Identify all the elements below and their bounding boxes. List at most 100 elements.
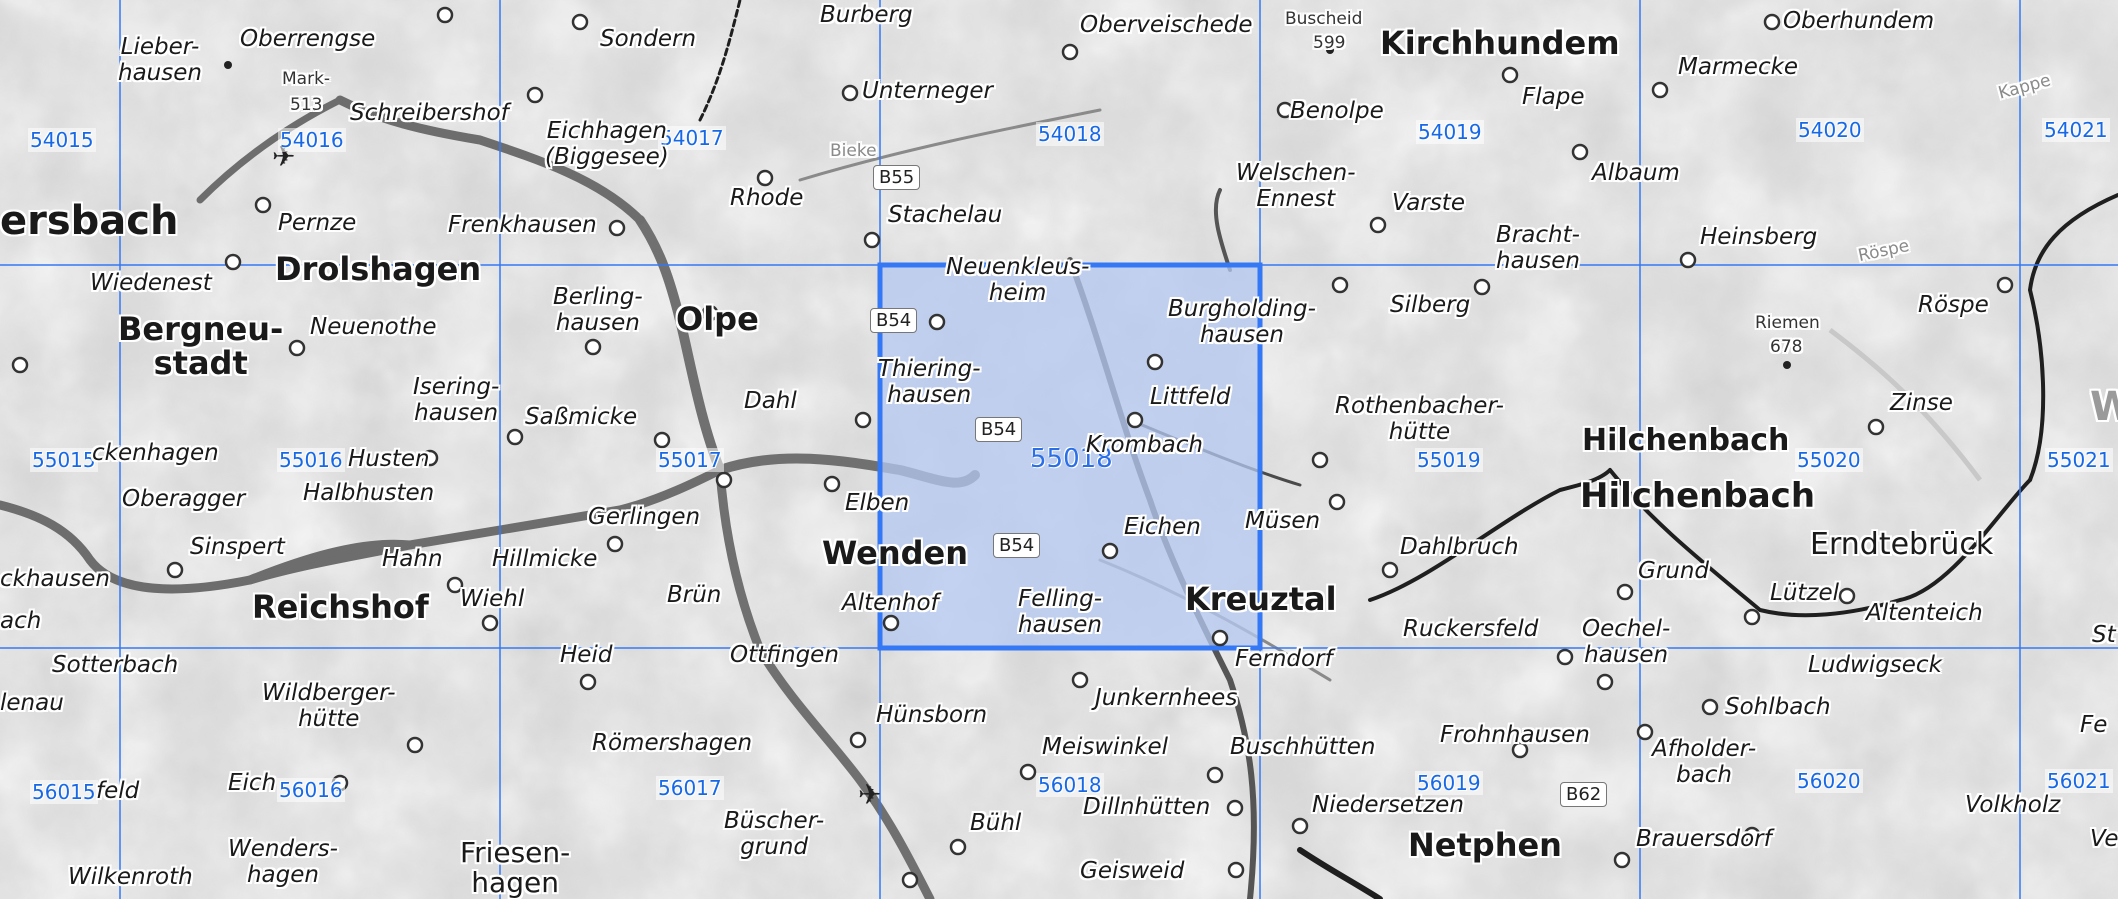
place-label: W [2090,384,2118,430]
grid-label: 54019 [1416,120,1484,144]
grid-label: 56015 [30,780,98,804]
place-label: ckenhagen [92,440,219,466]
grid-label-selected: 55018 [1030,444,1113,474]
place-label: Pernze [278,210,357,236]
place-label: Thiering- hausen [878,356,981,408]
place-label: Hilchenbach [1580,476,1816,516]
place-label: Wenders- hagen [228,836,338,888]
place-label: Dahlbruch [1400,534,1519,560]
place-label: Rhode [730,185,804,211]
place-label: Wilkenroth [68,864,193,890]
place-label: Hünsborn [876,702,988,728]
place-label: Stachelau [888,202,1003,228]
place-label: Unterneger [862,78,993,104]
place-label: Elben [845,490,910,516]
place-label: ach [0,608,42,634]
place-label: Oberhundem [1783,8,1935,34]
place-label: Schreibershof [350,100,509,126]
elevation-label: 513 [290,95,323,115]
grid-label: 56017 [656,776,724,800]
grid-label: 54015 [28,128,96,152]
grid-label: 54017 [658,126,726,150]
road-badge: B54 [993,533,1041,558]
place-label: Felling- hausen [1018,586,1103,638]
place-label: Sinspert [190,534,285,560]
place-label: Wiehl [460,586,525,612]
place-label: Müsen [1245,508,1321,534]
place-label: Sotterbach [52,652,179,678]
place-label: Grund [1638,558,1710,584]
airport-icon: ✈ [858,778,882,811]
place-label: Römershagen [592,730,753,756]
place-label: Eichhagen (Biggesee) [545,118,669,170]
place-label: Fe [2080,712,2108,738]
place-label: Neuenkleus- heim [946,254,1090,306]
place-label: Zinse [1890,390,1953,416]
place-label: Varste [1392,190,1465,216]
grid-label: 56018 [1036,773,1104,797]
place-label: ersbach [0,198,179,244]
place-label: Afholder- bach [1652,736,1757,788]
place-label: Wildberger- hütte [262,680,396,732]
place-label: Lützel [1770,580,1840,606]
grid-label: 56016 [277,778,345,802]
place-label: Eich [228,770,277,796]
place-label: Meiswinkel [1042,734,1169,760]
peak-marker [1326,46,1334,54]
place-label: Sohlbach [1725,694,1831,720]
place-label: Hillmicke [492,546,598,572]
place-label: Oberagger [122,486,246,512]
grid-label: 56021 [2045,769,2113,793]
river [1828,328,1982,482]
place-label: Olpe [676,300,759,338]
place-label: Dillnhütten [1083,794,1211,820]
place-label: Dahl [744,388,797,414]
place-label: Oechel- hausen [1582,616,1671,668]
place-label: Brün [667,582,722,608]
place-label: Ottfingen [730,642,839,668]
place-label: Flape [1522,84,1585,110]
lake-label: Bieke [830,141,877,161]
place-label: Burberg [820,2,913,28]
place-label: Gerlingen [588,504,701,530]
place-label: Heinsberg [1700,224,1818,250]
place-label: Netphen [1408,826,1562,864]
grid-label: 56019 [1415,771,1483,795]
place-label: Eichen [1124,514,1201,540]
selected-grid-cell[interactable] [877,262,1263,651]
place-label: Littfeld [1150,384,1231,410]
place-label: St [2092,622,2116,648]
place-label: Hilchenbach [1582,423,1790,458]
place-label: Sondern [600,26,697,52]
place-label: Bracht- hausen [1496,222,1580,274]
grid-label: 55016 [277,448,345,472]
grid-label: 55021 [2045,448,2113,472]
place-label: Kirchhundem [1380,24,1620,62]
place-label: Silberg [1390,292,1471,318]
place-label: Krombach [1086,432,1203,458]
grid-label: 54020 [1796,118,1864,142]
place-label: Welschen- Ennest [1236,160,1356,212]
place-label: Junkernhees [1095,685,1238,711]
place-label: Oberrengse [240,26,376,52]
place-label: Niedersetzen [1312,792,1464,818]
place-label: Isering- hausen [413,374,500,426]
place-label: Saßmicke [525,404,638,430]
place-label: Bühl [970,810,1022,836]
place-label: Berling- hausen [553,284,643,336]
grid-label: 54016 [278,128,346,152]
grid-label: 55020 [1795,448,1863,472]
grid-label: 54021 [2042,118,2110,142]
place-label: Rothenbacher- hütte [1335,393,1504,445]
place-label: Geisweid [1080,858,1185,884]
place-label: Altenhof [842,590,939,616]
grid-label: 54018 [1036,122,1104,146]
grid-label: 55015 [30,448,98,472]
place-label: Buscheid [1285,9,1363,29]
settlement-markers [11,6,2014,889]
place-label: Buschhütten [1230,734,1376,760]
place-label: Neuenothe [310,314,437,340]
